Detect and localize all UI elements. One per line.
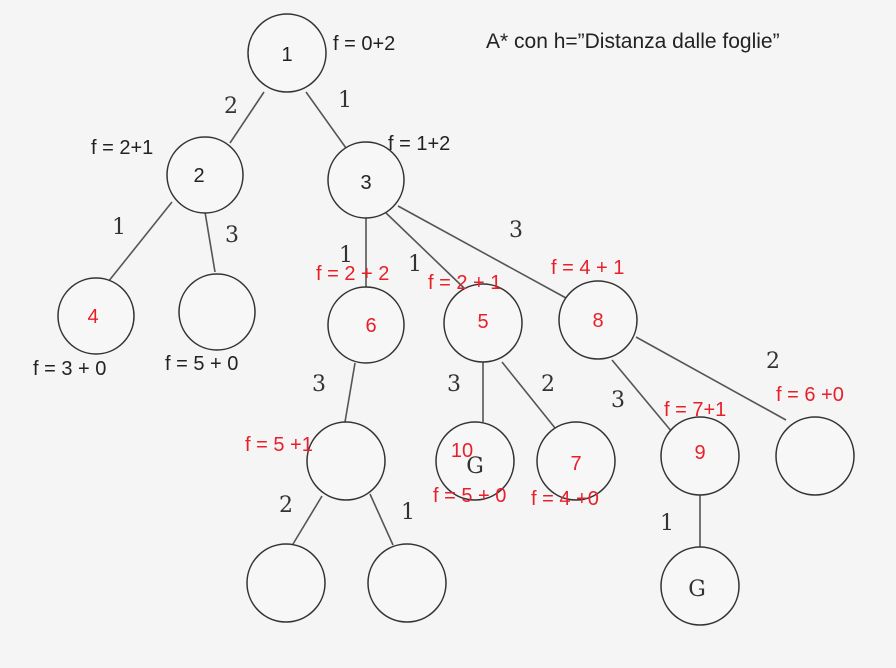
node-7-label: 7 (570, 453, 581, 475)
node-mid (306, 421, 386, 501)
edge-cost-5-7: 2 (541, 372, 555, 397)
node-5 (443, 283, 523, 363)
node-3-label: 3 (360, 172, 371, 194)
edges (107, 91, 787, 550)
edge-cost-mid-bottom-right: 1 (401, 500, 415, 525)
edge-8-right (635, 336, 787, 421)
edge-mid-bottom-left (289, 495, 323, 550)
f-node-9: f = 7+1 (664, 399, 726, 421)
f-node-right-leaf: f = 6 +0 (776, 384, 844, 406)
f-node-left-leaf: f = 5 + 0 (165, 353, 238, 375)
edge-cost-3-5: 1 (408, 252, 422, 277)
node-5-label: 5 (477, 311, 488, 333)
node-bottom-right (367, 543, 447, 623)
f-node-4: f = 3 + 0 (33, 358, 106, 380)
edge-8-9 (611, 359, 673, 433)
edge-cost-8-9: 3 (611, 388, 625, 413)
edge-cost-3-8: 3 (509, 218, 523, 243)
node-1 (247, 13, 327, 93)
node-9 (660, 416, 740, 496)
node-8 (558, 280, 638, 360)
diagram-title: A* con h=”Distanza dalle foglie” (486, 30, 780, 53)
f-node-5: f = 2 + 1 (428, 272, 501, 294)
edge-3-8 (397, 205, 567, 299)
node-4 (57, 277, 135, 355)
f-node-10: f = 5 + 0 (433, 485, 506, 507)
edge-cost-8-right: 2 (766, 349, 780, 374)
edge-1-3 (305, 91, 347, 149)
f-node-3: f = 1+2 (388, 133, 450, 155)
node-6 (327, 286, 405, 364)
edge-costs: 2 1 1 3 1 1 3 3 3 2 3 2 2 1 1 (112, 88, 780, 536)
edge-cost-2-4: 1 (112, 215, 126, 240)
node-2-label: 2 (193, 165, 204, 187)
edge-5-7 (501, 361, 556, 429)
node-10-label: 10 (451, 440, 473, 462)
node-9-label: 9 (694, 442, 705, 464)
f-annotations: f = 0+2 f = 2+1 f = 1+2 f = 3 + 0 f = 5 … (33, 33, 844, 510)
edge-6-mid (344, 362, 356, 423)
edge-1-2 (229, 91, 265, 144)
edge-cost-2-left: 3 (225, 223, 239, 248)
nodes (57, 13, 855, 626)
node-10-goal-glyph: G (466, 454, 484, 479)
f-node-8: f = 4 + 1 (551, 257, 624, 279)
node-bottom-left (246, 543, 326, 623)
edge-2-4 (107, 201, 173, 283)
f-node-6: f = 2 + 2 (316, 263, 389, 285)
node-7 (536, 421, 616, 501)
f-node-7: f = 4 +0 (531, 488, 599, 510)
node-left-leaf (178, 273, 256, 351)
edge-2-left-leaf (204, 211, 216, 273)
node-8-label: 8 (592, 310, 603, 332)
node-4-label: 4 (87, 306, 98, 328)
edge-3-5 (384, 211, 465, 289)
edge-cost-1-3: 1 (338, 88, 352, 113)
edge-mid-bottom-right (369, 493, 394, 546)
node-3 (327, 141, 405, 219)
node-6-label: 6 (365, 315, 376, 337)
node-labels: 1 2 3 4 6 5 8 G 10 7 9 G (87, 44, 705, 602)
node-1-label: 1 (281, 44, 292, 66)
node-2 (166, 136, 244, 214)
node-10 (435, 421, 515, 501)
edge-cost-mid-bottom-left: 2 (279, 493, 293, 518)
node-right-leaf (775, 416, 855, 496)
node-goal-label: G (688, 577, 706, 602)
f-node-mid: f = 5 +1 (245, 434, 313, 456)
edge-cost-5-10: 3 (447, 372, 461, 397)
edge-cost-1-2: 2 (224, 94, 238, 119)
edge-cost-6-mid: 3 (312, 372, 326, 397)
node-goal (660, 546, 740, 626)
f-node-1: f = 0+2 (333, 33, 395, 55)
edge-cost-9-g: 1 (660, 511, 674, 536)
edge-cost-3-6: 1 (339, 243, 353, 268)
f-node-2: f = 2+1 (91, 137, 153, 159)
